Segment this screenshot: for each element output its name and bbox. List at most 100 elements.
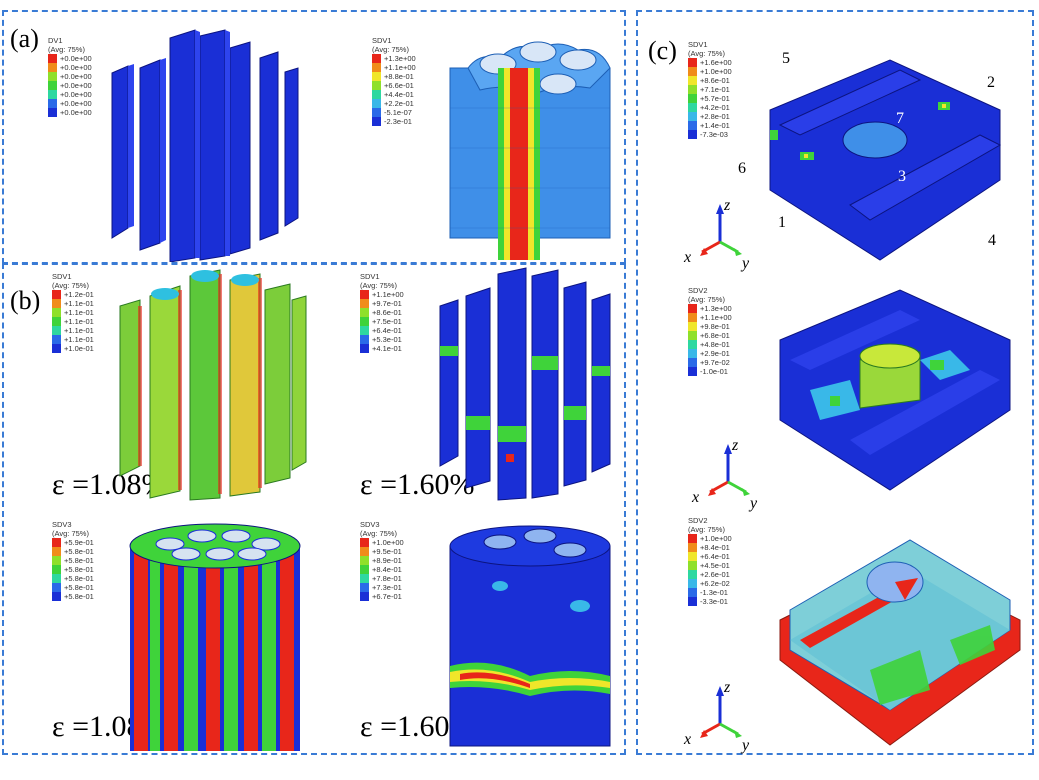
legend-a-dv1: DV1(Avg: 75%)+0.0e+00+0.0e+00+0.0e+00+0.… bbox=[48, 36, 92, 117]
legend-value: -2.3e-01 bbox=[384, 117, 412, 126]
panel-b-label: (b) bbox=[10, 286, 41, 315]
legend-entry: +1.3e+00 bbox=[688, 304, 732, 313]
model-b-sdv1-high bbox=[439, 267, 611, 501]
legend-value: +6.7e-01 bbox=[372, 592, 402, 601]
model-b-sdv3-low bbox=[129, 523, 301, 751]
legend-value: +8.4e-01 bbox=[700, 543, 730, 552]
legend-swatch bbox=[688, 121, 697, 130]
legend-swatch bbox=[48, 81, 57, 90]
legend-swatch bbox=[48, 99, 57, 108]
legend-entry: +1.1e-01 bbox=[52, 326, 94, 335]
legend-entry: +5.9e-01 bbox=[52, 538, 94, 547]
legend-value: +8.4e-01 bbox=[372, 565, 402, 574]
legend-title: SDV1 bbox=[52, 272, 72, 281]
legend-swatch bbox=[360, 299, 369, 308]
legend-value: +6.6e-01 bbox=[384, 81, 414, 90]
legend-title: SDV3 bbox=[52, 520, 72, 529]
legend-entry: -5.1e-07 bbox=[372, 108, 416, 117]
legend-value: +5.8e-01 bbox=[64, 547, 94, 556]
legend-value: +5.8e-01 bbox=[64, 574, 94, 583]
model-c-top bbox=[769, 59, 1002, 261]
marker-4: 4 bbox=[988, 232, 996, 249]
legend-value: +1.1e-01 bbox=[64, 299, 94, 308]
axis-y-label: y bbox=[748, 495, 758, 512]
legend-entry: +1.4e-01 bbox=[688, 121, 732, 130]
legend-swatch bbox=[52, 344, 61, 353]
legend-value: +1.6e+00 bbox=[700, 58, 732, 67]
legend-entry: +4.2e-01 bbox=[688, 103, 732, 112]
marker-5: 5 bbox=[782, 50, 790, 67]
legend-value: +0.0e+00 bbox=[60, 99, 92, 108]
legend-entry: +1.6e+00 bbox=[688, 58, 732, 67]
strain-label-b1: ε =1.08% bbox=[52, 468, 167, 501]
axis-z-label: z bbox=[723, 679, 731, 696]
legend-value: +8.9e-01 bbox=[372, 556, 402, 565]
legend-value: +8.8e-01 bbox=[384, 72, 414, 81]
legend-swatch bbox=[688, 367, 697, 376]
legend-swatch bbox=[372, 72, 381, 81]
legend-swatch bbox=[52, 299, 61, 308]
axis-x-label: x bbox=[683, 249, 691, 266]
legend-entry: -7.3e-03 bbox=[688, 130, 732, 139]
legend-value: +9.7e-01 bbox=[372, 299, 402, 308]
legend-entry: +7.5e-01 bbox=[360, 317, 404, 326]
axis-x-label: x bbox=[691, 489, 699, 506]
legend-swatch bbox=[688, 597, 697, 606]
legend-swatch bbox=[688, 130, 697, 139]
legend-swatch bbox=[688, 543, 697, 552]
legend-value: -1.3e-01 bbox=[700, 588, 728, 597]
legend-title: SDV2 bbox=[688, 286, 708, 295]
legend-value: +4.8e-01 bbox=[700, 340, 730, 349]
legend-swatch bbox=[52, 335, 61, 344]
legend-swatch bbox=[688, 552, 697, 561]
legend-swatch bbox=[372, 54, 381, 63]
axis-z-label: z bbox=[723, 197, 731, 214]
legend-entry: +9.7e-02 bbox=[688, 358, 732, 367]
legend-swatch bbox=[372, 117, 381, 126]
legend-swatch bbox=[360, 574, 369, 583]
legend-swatch bbox=[372, 90, 381, 99]
legend-b-sdv3-high: SDV3(Avg: 75%)+1.0e+00+9.5e-01+8.9e-01+8… bbox=[360, 520, 404, 601]
legend-value: +0.0e+00 bbox=[60, 81, 92, 90]
legend-entry: +2.2e-01 bbox=[372, 99, 416, 108]
panel-c-frame bbox=[636, 10, 1034, 755]
legend-title: SDV1 bbox=[688, 40, 708, 49]
model-c-bottom bbox=[779, 539, 1021, 746]
legend-value: +6.4e-01 bbox=[700, 552, 730, 561]
legend-entry: +8.9e-01 bbox=[360, 556, 404, 565]
legend-entry: +4.4e-01 bbox=[372, 90, 416, 99]
legend-swatch bbox=[360, 335, 369, 344]
legend-value: +1.0e-01 bbox=[64, 344, 94, 353]
legend-swatch bbox=[360, 308, 369, 317]
legend-entry: +9.8e-01 bbox=[688, 322, 732, 331]
legend-entry: +6.4e-01 bbox=[688, 552, 732, 561]
legend-swatch bbox=[360, 556, 369, 565]
legend-value: +1.1e-01 bbox=[64, 326, 94, 335]
legend-b-sdv1-low: SDV1(Avg: 75%)+1.2e-01+1.1e-01+1.1e-01+1… bbox=[52, 272, 94, 353]
legend-a-sdv1: SDV1(Avg: 75%)+1.3e+00+1.1e+00+8.8e-01+6… bbox=[372, 36, 416, 126]
axis-z-label: z bbox=[731, 437, 739, 454]
legend-swatch bbox=[688, 103, 697, 112]
legend-swatch bbox=[360, 344, 369, 353]
legend-value: +7.8e-01 bbox=[372, 574, 402, 583]
legend-swatch bbox=[688, 349, 697, 358]
legend-value: -3.3e-01 bbox=[700, 597, 728, 606]
legend-swatch bbox=[372, 108, 381, 117]
legend-value: +5.7e-01 bbox=[700, 94, 730, 103]
legend-swatch bbox=[48, 54, 57, 63]
legend-value: +1.0e+00 bbox=[700, 534, 732, 543]
legend-value: +7.5e-01 bbox=[372, 317, 402, 326]
legend-b-sdv3-low: SDV3(Avg: 75%)+5.9e-01+5.8e-01+5.8e-01+5… bbox=[52, 520, 94, 601]
legend-swatch bbox=[52, 574, 61, 583]
legend-value: -1.0e-01 bbox=[700, 367, 728, 376]
legend-entry: +1.1e-01 bbox=[52, 335, 94, 344]
legend-avg: (Avg: 75%) bbox=[688, 295, 725, 304]
legend-entry: +0.0e+00 bbox=[48, 81, 92, 90]
legend-value: +2.8e-01 bbox=[700, 112, 730, 121]
legend-value: +6.8e-01 bbox=[700, 331, 730, 340]
axis-triad-1: z x y bbox=[683, 197, 750, 272]
legend-swatch bbox=[688, 58, 697, 67]
legend-swatch bbox=[688, 313, 697, 322]
legend-swatch bbox=[48, 63, 57, 72]
legend-entry: +5.8e-01 bbox=[52, 547, 94, 556]
